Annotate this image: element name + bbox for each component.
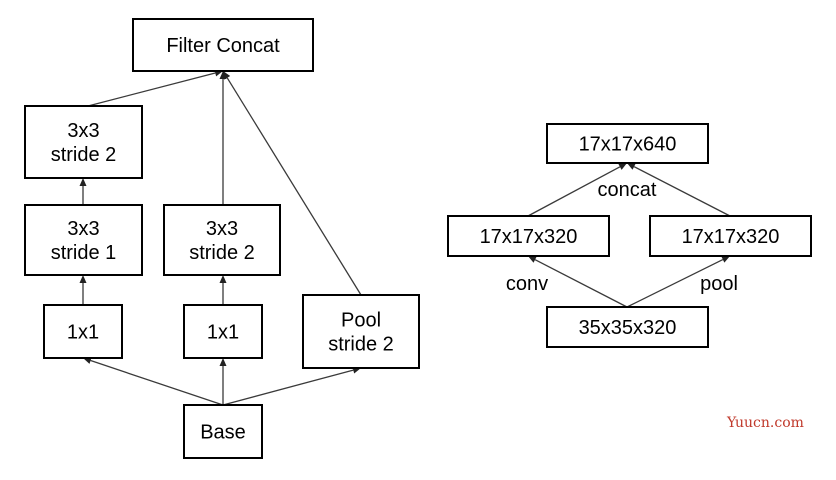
node-r-320-left: 17x17x320: [447, 215, 610, 257]
edge-base-to-m-1x1: [219, 358, 227, 405]
edge-line: [527, 166, 621, 217]
node-r-320-right: 17x17x320: [649, 215, 812, 257]
edge-base-to-l-1x1: [83, 357, 224, 406]
edge-line: [633, 166, 731, 217]
edge-label-conv: conv: [506, 273, 548, 295]
watermark: Yuucn.com: [727, 415, 804, 431]
node-box: [546, 123, 709, 164]
node-box: [183, 404, 263, 459]
node-label: Pool: [341, 310, 381, 332]
node-box: [132, 18, 314, 72]
edge-label-concat: concat: [598, 179, 657, 201]
arrowhead: [223, 71, 231, 80]
arrowhead: [79, 275, 87, 283]
arrowhead: [219, 275, 227, 283]
node-label: 1x1: [207, 322, 239, 344]
edge-r-35-to-r-320-right: [626, 256, 730, 308]
edge-line: [222, 369, 354, 406]
node-label: stride 2: [51, 144, 117, 166]
node-label: 17x17x320: [480, 226, 578, 248]
node-box: [24, 105, 143, 179]
node-box: [163, 204, 281, 276]
edge-r-35-to-r-320-left: [528, 256, 628, 308]
edge-r-320-left-to-r-640: [527, 163, 627, 217]
arrowhead: [219, 358, 227, 366]
edges-layer: [79, 69, 731, 406]
node-box: [447, 215, 610, 257]
node-box: [649, 215, 812, 257]
node-box: [43, 304, 123, 359]
arrowhead: [627, 163, 636, 170]
node-base: Base: [183, 404, 263, 459]
edge-r-320-right-to-r-640: [627, 163, 731, 217]
node-box: [302, 294, 420, 369]
node-label: 3x3: [67, 120, 99, 142]
node-r-35: 35x35x320: [546, 306, 709, 348]
node-label: 3x3: [206, 218, 238, 240]
node-filter-concat: Filter Concat: [132, 18, 314, 72]
node-label: 17x17x640: [579, 134, 677, 156]
node-box: [546, 306, 709, 348]
edge-line: [534, 259, 628, 308]
node-r-640: 17x17x640: [546, 123, 709, 164]
edge-pool-to-filter-concat: [223, 71, 362, 296]
edge-l-3x3-s1-to-l-3x3-s2-top: [79, 178, 87, 205]
arrowhead: [528, 256, 537, 263]
node-label: Base: [200, 422, 246, 444]
arrowhead: [618, 163, 627, 170]
node-label: 35x35x320: [579, 317, 677, 339]
node-box: [24, 204, 143, 276]
node-label: stride 2: [328, 334, 394, 356]
edge-m-3x3-s2-to-filter-concat: [219, 71, 227, 205]
edge-line: [90, 359, 224, 406]
arrowhead: [79, 178, 87, 186]
node-label: 3x3: [67, 218, 99, 240]
edge-labels-layer: concat conv pool: [506, 179, 738, 295]
edge-l-1x1-to-l-3x3-s1: [79, 275, 87, 305]
node-label: 17x17x320: [682, 226, 780, 248]
node-l-1x1: 1x1: [43, 304, 123, 359]
arrowhead: [721, 256, 730, 263]
edge-line: [626, 258, 724, 308]
edge-label-pool: pool: [700, 273, 738, 295]
edge-base-to-pool: [222, 366, 361, 406]
node-label: stride 1: [51, 242, 117, 264]
node-label: stride 2: [189, 242, 255, 264]
node-label: Filter Concat: [166, 35, 280, 57]
edge-l-3x3-s2-top-to-filter-concat: [87, 69, 223, 107]
edge-m-1x1-to-m-3x3-s2: [219, 275, 227, 305]
edge-line: [226, 77, 362, 296]
node-label: 1x1: [67, 322, 99, 344]
node-m-1x1: 1x1: [183, 304, 263, 359]
edge-line: [87, 72, 216, 107]
node-box: [183, 304, 263, 359]
